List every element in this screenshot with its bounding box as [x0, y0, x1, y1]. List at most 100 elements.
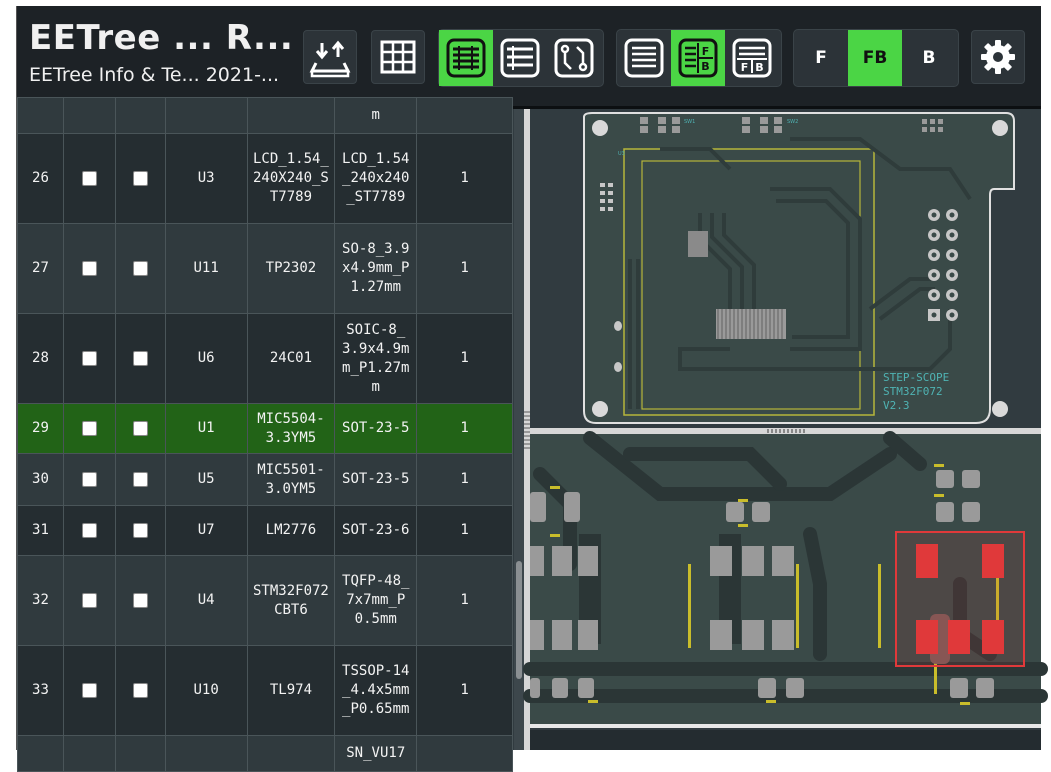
- row-checkbox[interactable]: [81, 592, 97, 608]
- sourced-checkbox-cell: [62, 505, 116, 556]
- layer-toggle-group: F FB B: [793, 29, 959, 87]
- bom-only-button[interactable]: [439, 30, 493, 86]
- layer-both-button[interactable]: FB: [848, 30, 902, 86]
- row-index-cell: [17, 97, 64, 134]
- placed-checkbox-cell: [114, 453, 166, 506]
- horizontal-splitter[interactable]: [530, 428, 1041, 434]
- bom-fb-stacked-button[interactable]: F B: [725, 30, 779, 86]
- page-subtitle: EETree Info & Te... 2021-...: [29, 64, 280, 86]
- value-cell: LM2776: [246, 505, 336, 556]
- pad-group: [688, 231, 708, 257]
- file-upload-icon: [309, 40, 351, 78]
- mount-hole: [592, 401, 608, 417]
- gold-marks: [550, 464, 999, 705]
- pcb-only-icon: [554, 38, 594, 78]
- row-checkbox[interactable]: [132, 682, 148, 698]
- scrollbar-thumb[interactable]: [516, 561, 522, 679]
- reference-cell: U3: [164, 133, 248, 224]
- side-pads: [600, 183, 622, 372]
- row-checkbox[interactable]: [81, 260, 97, 276]
- row-checkbox[interactable]: [132, 420, 148, 436]
- placed-checkbox-cell: [114, 133, 166, 224]
- placed-checkbox-cell: [114, 505, 166, 556]
- row-checkbox[interactable]: [132, 260, 148, 276]
- layer-back-button[interactable]: B: [922, 48, 936, 68]
- value-cell: MIC5504-3.3YM5: [246, 403, 336, 454]
- sourced-checkbox-cell: [62, 133, 116, 224]
- row-index-cell: 32: [17, 555, 64, 646]
- value-cell: MIC5501-3.0YM5: [246, 453, 336, 506]
- app-window: EETree ... R... EETree Info & Te... 2021…: [16, 6, 1048, 772]
- quantity-cell: 1: [416, 505, 513, 556]
- footprint-cell: m: [334, 97, 418, 134]
- silk-text-line-1: STEP-SCOPE: [883, 371, 949, 384]
- placed-checkbox-cell: [114, 313, 166, 404]
- bom-left-drawings-right-button[interactable]: [493, 30, 547, 86]
- row-checkbox[interactable]: [132, 170, 148, 186]
- pcb-back-drawing: [523, 431, 1048, 750]
- row-checkbox[interactable]: [81, 682, 97, 698]
- pcb-front-drawing: SW1 SW2 U3 STEP-SCOPE STM32F072 V2.3: [583, 112, 1015, 424]
- grid-button[interactable]: [371, 30, 425, 84]
- bom-scrollbar[interactable]: [514, 109, 524, 750]
- quantity-cell: 1: [416, 223, 513, 314]
- reference-cell: U7: [164, 505, 248, 556]
- row-checkbox[interactable]: [81, 420, 97, 436]
- sw1-label: SW1: [684, 119, 695, 125]
- quantity-cell: 1: [416, 453, 513, 506]
- layer-front-button[interactable]: F: [815, 48, 827, 68]
- vertical-splitter[interactable]: [524, 109, 530, 750]
- reference-cell: U6: [164, 313, 248, 404]
- lcd-outline: [623, 148, 875, 416]
- row-checkbox[interactable]: [132, 471, 148, 487]
- quantity-cell: 1: [416, 313, 513, 404]
- sourced-checkbox-cell: [62, 313, 116, 404]
- footprint-cell: TSSOP-14_4.4x5mm_P0.65mm: [334, 645, 418, 736]
- splitter-grip[interactable]: [524, 409, 530, 449]
- switch-pads: [640, 117, 943, 133]
- footprint-cell: SOT-23-5: [334, 453, 418, 506]
- settings-button[interactable]: [971, 30, 1025, 84]
- top-bar: EETree ... R... EETree Info & Te... 2021…: [17, 6, 1041, 109]
- highlighted-pads: [916, 544, 1004, 654]
- row-checkbox[interactable]: [81, 522, 97, 538]
- placed-checkbox-cell: [114, 223, 166, 314]
- row-checkbox[interactable]: [81, 170, 97, 186]
- row-index-cell: 33: [17, 645, 64, 736]
- table-row[interactable]: SN_VU17: [17, 735, 513, 772]
- bom-fb-split-button[interactable]: F B: [671, 30, 725, 86]
- sourced-checkbox-cell: [62, 645, 116, 736]
- row-checkbox[interactable]: [132, 522, 148, 538]
- pcb-back-canvas[interactable]: [523, 431, 1048, 750]
- row-checkbox[interactable]: [81, 471, 97, 487]
- table-row[interactable]: m: [17, 97, 513, 134]
- splitter-grip[interactable]: [765, 429, 805, 433]
- row-index-cell: 27: [17, 223, 64, 314]
- upload-button[interactable]: [303, 30, 357, 84]
- row-checkbox[interactable]: [132, 592, 148, 608]
- fb-split-letter-f: F: [702, 45, 710, 58]
- fb-split-icon: F B: [678, 38, 718, 78]
- row-checkbox[interactable]: [132, 350, 148, 366]
- row-checkbox[interactable]: [81, 350, 97, 366]
- fb-stacked-letter-f: F: [741, 61, 749, 74]
- reference-cell: U4: [164, 555, 248, 646]
- pcb-only-button[interactable]: [547, 30, 601, 86]
- reference-cell: U10: [164, 645, 248, 736]
- placed-checkbox-cell: [114, 403, 166, 454]
- row-index-cell: [17, 735, 64, 772]
- bom-list-button[interactable]: [617, 30, 671, 86]
- quantity-cell: 1: [416, 645, 513, 736]
- list-icon: [624, 38, 664, 78]
- pcb-front-canvas[interactable]: SW1 SW2 U3 STEP-SCOPE STM32F072 V2.3: [530, 109, 1041, 428]
